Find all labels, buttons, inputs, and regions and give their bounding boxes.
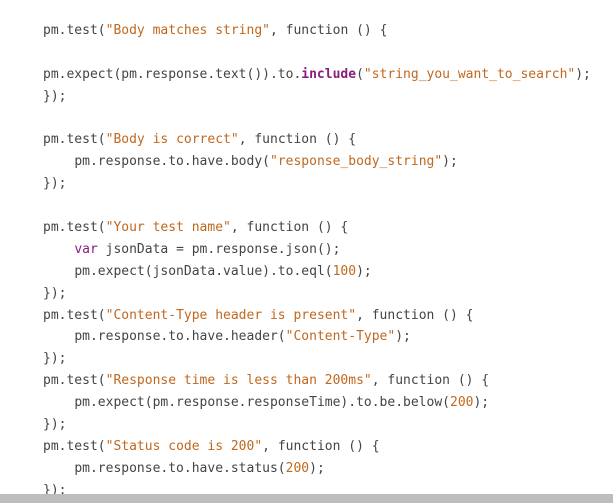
code-line: pm.response.to.have.body("response_body_… <box>43 151 591 173</box>
string-literal: "Response time is less than 200ms" <box>105 373 372 389</box>
code-token: pm.test( <box>43 438 106 454</box>
code-token: pm.expect(jsonData.value).to.eql( <box>74 263 333 279</box>
code-token: ); <box>473 395 490 411</box>
code-indent <box>43 242 74 257</box>
code-line: pm.expect(pm.response.text()).to.include… <box>43 64 591 86</box>
code-line: }); <box>43 86 591 108</box>
code-token: }); <box>43 482 67 498</box>
code-token: pm.test( <box>43 373 106 389</box>
code-token: jsonData = pm.response.json(); <box>97 241 341 257</box>
code-token: pm.test( <box>43 220 106 236</box>
string-literal: "Body is correct" <box>105 132 239 148</box>
code-token: ); <box>395 329 411 345</box>
code-token: }); <box>43 351 67 367</box>
string-literal: "Content-Type" <box>285 329 396 345</box>
number-literal: 200 <box>450 395 474 411</box>
code-token: pm.response.to.have.header( <box>74 329 286 345</box>
string-literal: "Body matches string" <box>105 23 270 38</box>
code-line: pm.test("Status code is 200", function (… <box>43 436 591 458</box>
number-literal: 200 <box>285 460 310 476</box>
code-line: pm.test("Your test name", function () { <box>43 217 591 239</box>
code-token: ( <box>356 66 364 82</box>
code-token: pm.expect(pm.response.text()).to. <box>43 66 302 82</box>
code-token: , function () { <box>238 132 357 148</box>
code-token: ); <box>442 154 458 170</box>
code-line: pm.response.to.have.header("Content-Type… <box>43 326 591 348</box>
code-token: , function () { <box>262 438 380 454</box>
number-literal: 100 <box>332 263 357 279</box>
code-token: pm.response.to.have.status( <box>74 460 286 476</box>
code-block: pm.test("Body matches string", function … <box>43 20 591 502</box>
code-token: ); <box>356 263 372 279</box>
code-token: , function () { <box>356 307 474 323</box>
code-line: }); <box>43 173 591 195</box>
code-line: pm.test("Body matches string", function … <box>43 20 591 42</box>
code-token: pm.test( <box>43 132 106 148</box>
code-line: pm.response.to.have.status(200); <box>43 458 591 480</box>
code-token: , function () { <box>270 23 388 38</box>
code-line: pm.expect(pm.response.responseTime).to.b… <box>43 392 591 414</box>
code-line: ​ <box>43 42 591 64</box>
code-line: }); <box>43 414 591 436</box>
code-line: pm.expect(jsonData.value).to.eql(100); <box>43 261 591 283</box>
keyword: var <box>74 241 98 257</box>
code-token: ); <box>575 66 591 82</box>
string-literal: "Status code is 200" <box>105 438 263 454</box>
code-token: pm.test( <box>43 23 106 38</box>
code-line: pm.test("Response time is less than 200m… <box>43 370 591 392</box>
code-indent <box>43 154 74 169</box>
code-token: }); <box>43 176 67 192</box>
code-token: , function () { <box>371 373 490 389</box>
code-line: }); <box>43 480 591 502</box>
code-line: pm.test("Content-Type header is present"… <box>43 305 591 327</box>
code-line: ​ <box>43 108 591 130</box>
code-token: pm.test( <box>43 307 106 323</box>
code-token: pm.response.to.have.body( <box>74 154 270 170</box>
string-literal: "Your test name" <box>105 220 231 236</box>
code-token: , function () { <box>230 220 349 236</box>
horizontal-scrollbar[interactable] <box>0 494 613 503</box>
code-line: }); <box>43 348 591 370</box>
code-line: pm.test("Body is correct", function () { <box>43 129 591 151</box>
code-token: ); <box>309 460 325 476</box>
code-line: }); <box>43 283 591 305</box>
code-token: }); <box>43 88 67 104</box>
code-line: var jsonData = pm.response.json(); <box>43 239 591 261</box>
method-name: include <box>301 66 357 82</box>
code-token: pm.expect(pm.response.responseTime).to.b… <box>74 395 450 411</box>
code-token: }); <box>43 417 67 433</box>
code-indent <box>43 329 74 344</box>
code-indent <box>43 461 74 476</box>
code-line: ​ <box>43 195 591 217</box>
code-token: }); <box>43 285 67 301</box>
string-literal: "response_body_string" <box>269 154 443 170</box>
string-literal: "Content-Type header is present" <box>105 307 357 323</box>
code-indent <box>43 264 74 279</box>
code-indent <box>43 395 74 410</box>
string-literal: "string_you_want_to_search" <box>363 66 576 82</box>
